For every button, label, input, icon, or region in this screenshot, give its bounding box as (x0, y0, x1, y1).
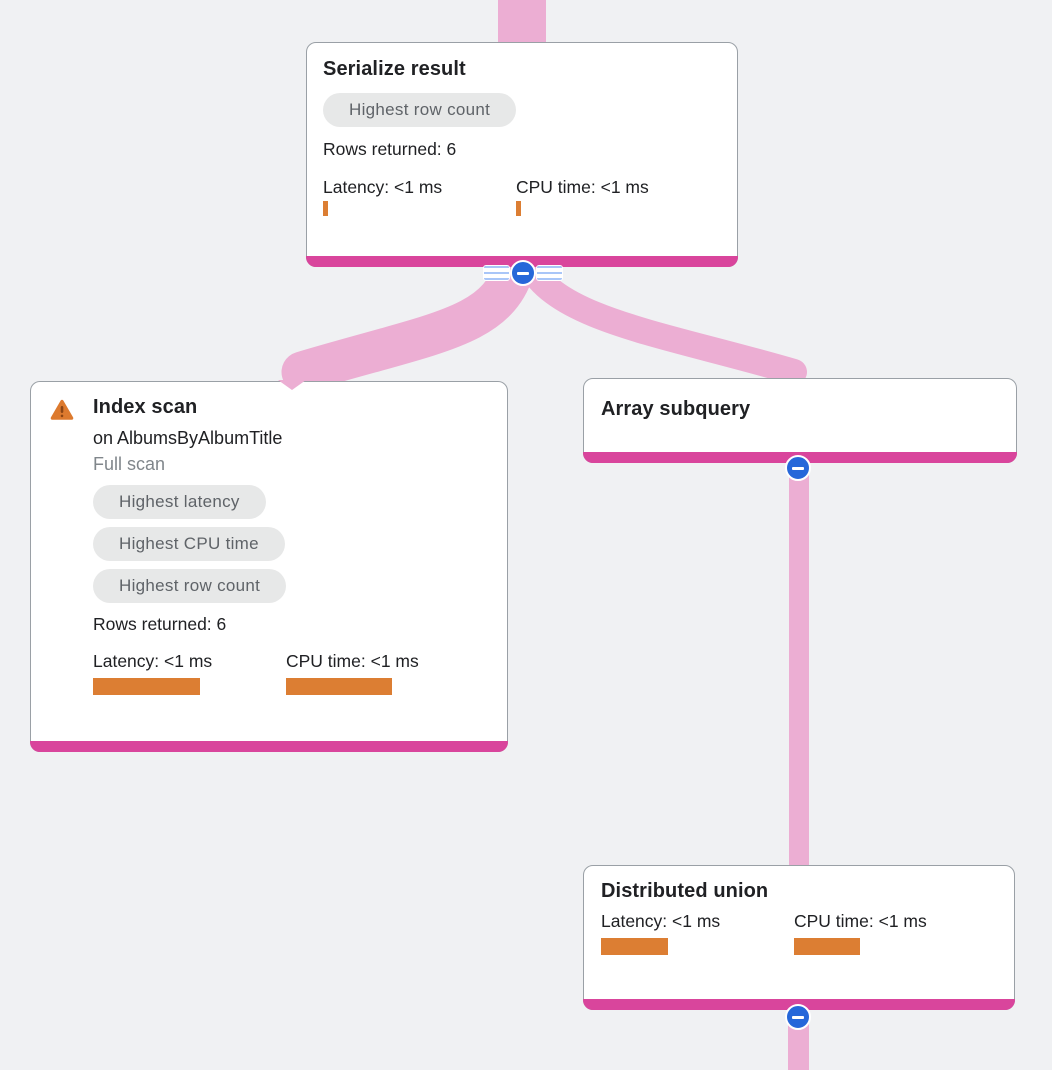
latency-metric: Latency: <1 ms (601, 911, 794, 955)
cpu-metric: CPU time: <1 ms (516, 177, 709, 216)
cpu-time-label: CPU time: <1 ms (516, 177, 649, 197)
plan-node-array-subquery[interactable]: Array subquery (583, 378, 1017, 463)
cpu-time-label: CPU time: <1 ms (286, 651, 419, 671)
node-title: Array subquery (601, 398, 751, 420)
edge-serialize-result-to-index-scan (281, 245, 536, 393)
collapse-button-array-subquery[interactable] (785, 455, 811, 481)
cpu-metric: CPU time: <1 ms (286, 651, 479, 695)
latency-label: Latency: <1 ms (93, 651, 213, 671)
badge-highest-row-count: Highest row count (323, 93, 517, 127)
latency-bar (601, 938, 668, 955)
latency-label: Latency: <1 ms (323, 177, 443, 197)
collapse-button-serialize-result[interactable] (484, 260, 562, 286)
minus-circle-icon (785, 455, 811, 481)
latency-metric: Latency: <1 ms (93, 651, 286, 695)
node-subtitle: on AlbumsByAlbumTitle (93, 428, 283, 448)
cpu-time-bar (794, 938, 860, 955)
rows-returned-label: Rows returned: 6 (323, 139, 457, 159)
plan-node-index-scan[interactable]: Index scan on AlbumsByAlbumTitle Full sc… (30, 381, 508, 752)
edge-arrowhead-index-scan (278, 380, 306, 390)
rows-returned-label: Rows returned: 6 (93, 614, 227, 634)
cpu-time-bar (516, 201, 521, 216)
node-title: Distributed union (601, 880, 769, 902)
latency-bar (323, 201, 328, 216)
collapse-button-distributed-union[interactable] (785, 1004, 811, 1030)
node-title: Index scan (93, 396, 198, 418)
scan-type-label: Full scan (93, 454, 166, 474)
node-title: Serialize result (323, 58, 466, 80)
latency-metric: Latency: <1 ms (323, 177, 516, 216)
cpu-metric: CPU time: <1 ms (794, 911, 987, 955)
edge-serialize-result-to-array-subquery (516, 251, 807, 385)
badge-highest-cpu-time: Highest CPU time (93, 527, 285, 561)
badge-highest-row-count: Highest row count (93, 569, 287, 603)
minus-circle-icon (785, 1004, 811, 1030)
cpu-time-bar (286, 678, 392, 695)
latency-bar (93, 678, 200, 695)
minus-circle-icon (510, 260, 536, 286)
row-stripes-icon (537, 266, 562, 280)
badge-highest-latency: Highest latency (93, 485, 266, 519)
row-stripes-icon (484, 266, 509, 280)
warning-icon (50, 399, 74, 420)
latency-label: Latency: <1 ms (601, 911, 721, 931)
node-accent-bar (30, 741, 508, 752)
edge-parent-to-serialize-result (498, 0, 546, 44)
plan-node-distributed-union[interactable]: Distributed union Latency: <1 ms CPU tim… (583, 865, 1015, 1010)
edge-array-subquery-to-distributed-union (789, 450, 809, 868)
plan-node-serialize-result[interactable]: Serialize result Highest row count Rows … (306, 42, 738, 267)
cpu-time-label: CPU time: <1 ms (794, 911, 927, 931)
